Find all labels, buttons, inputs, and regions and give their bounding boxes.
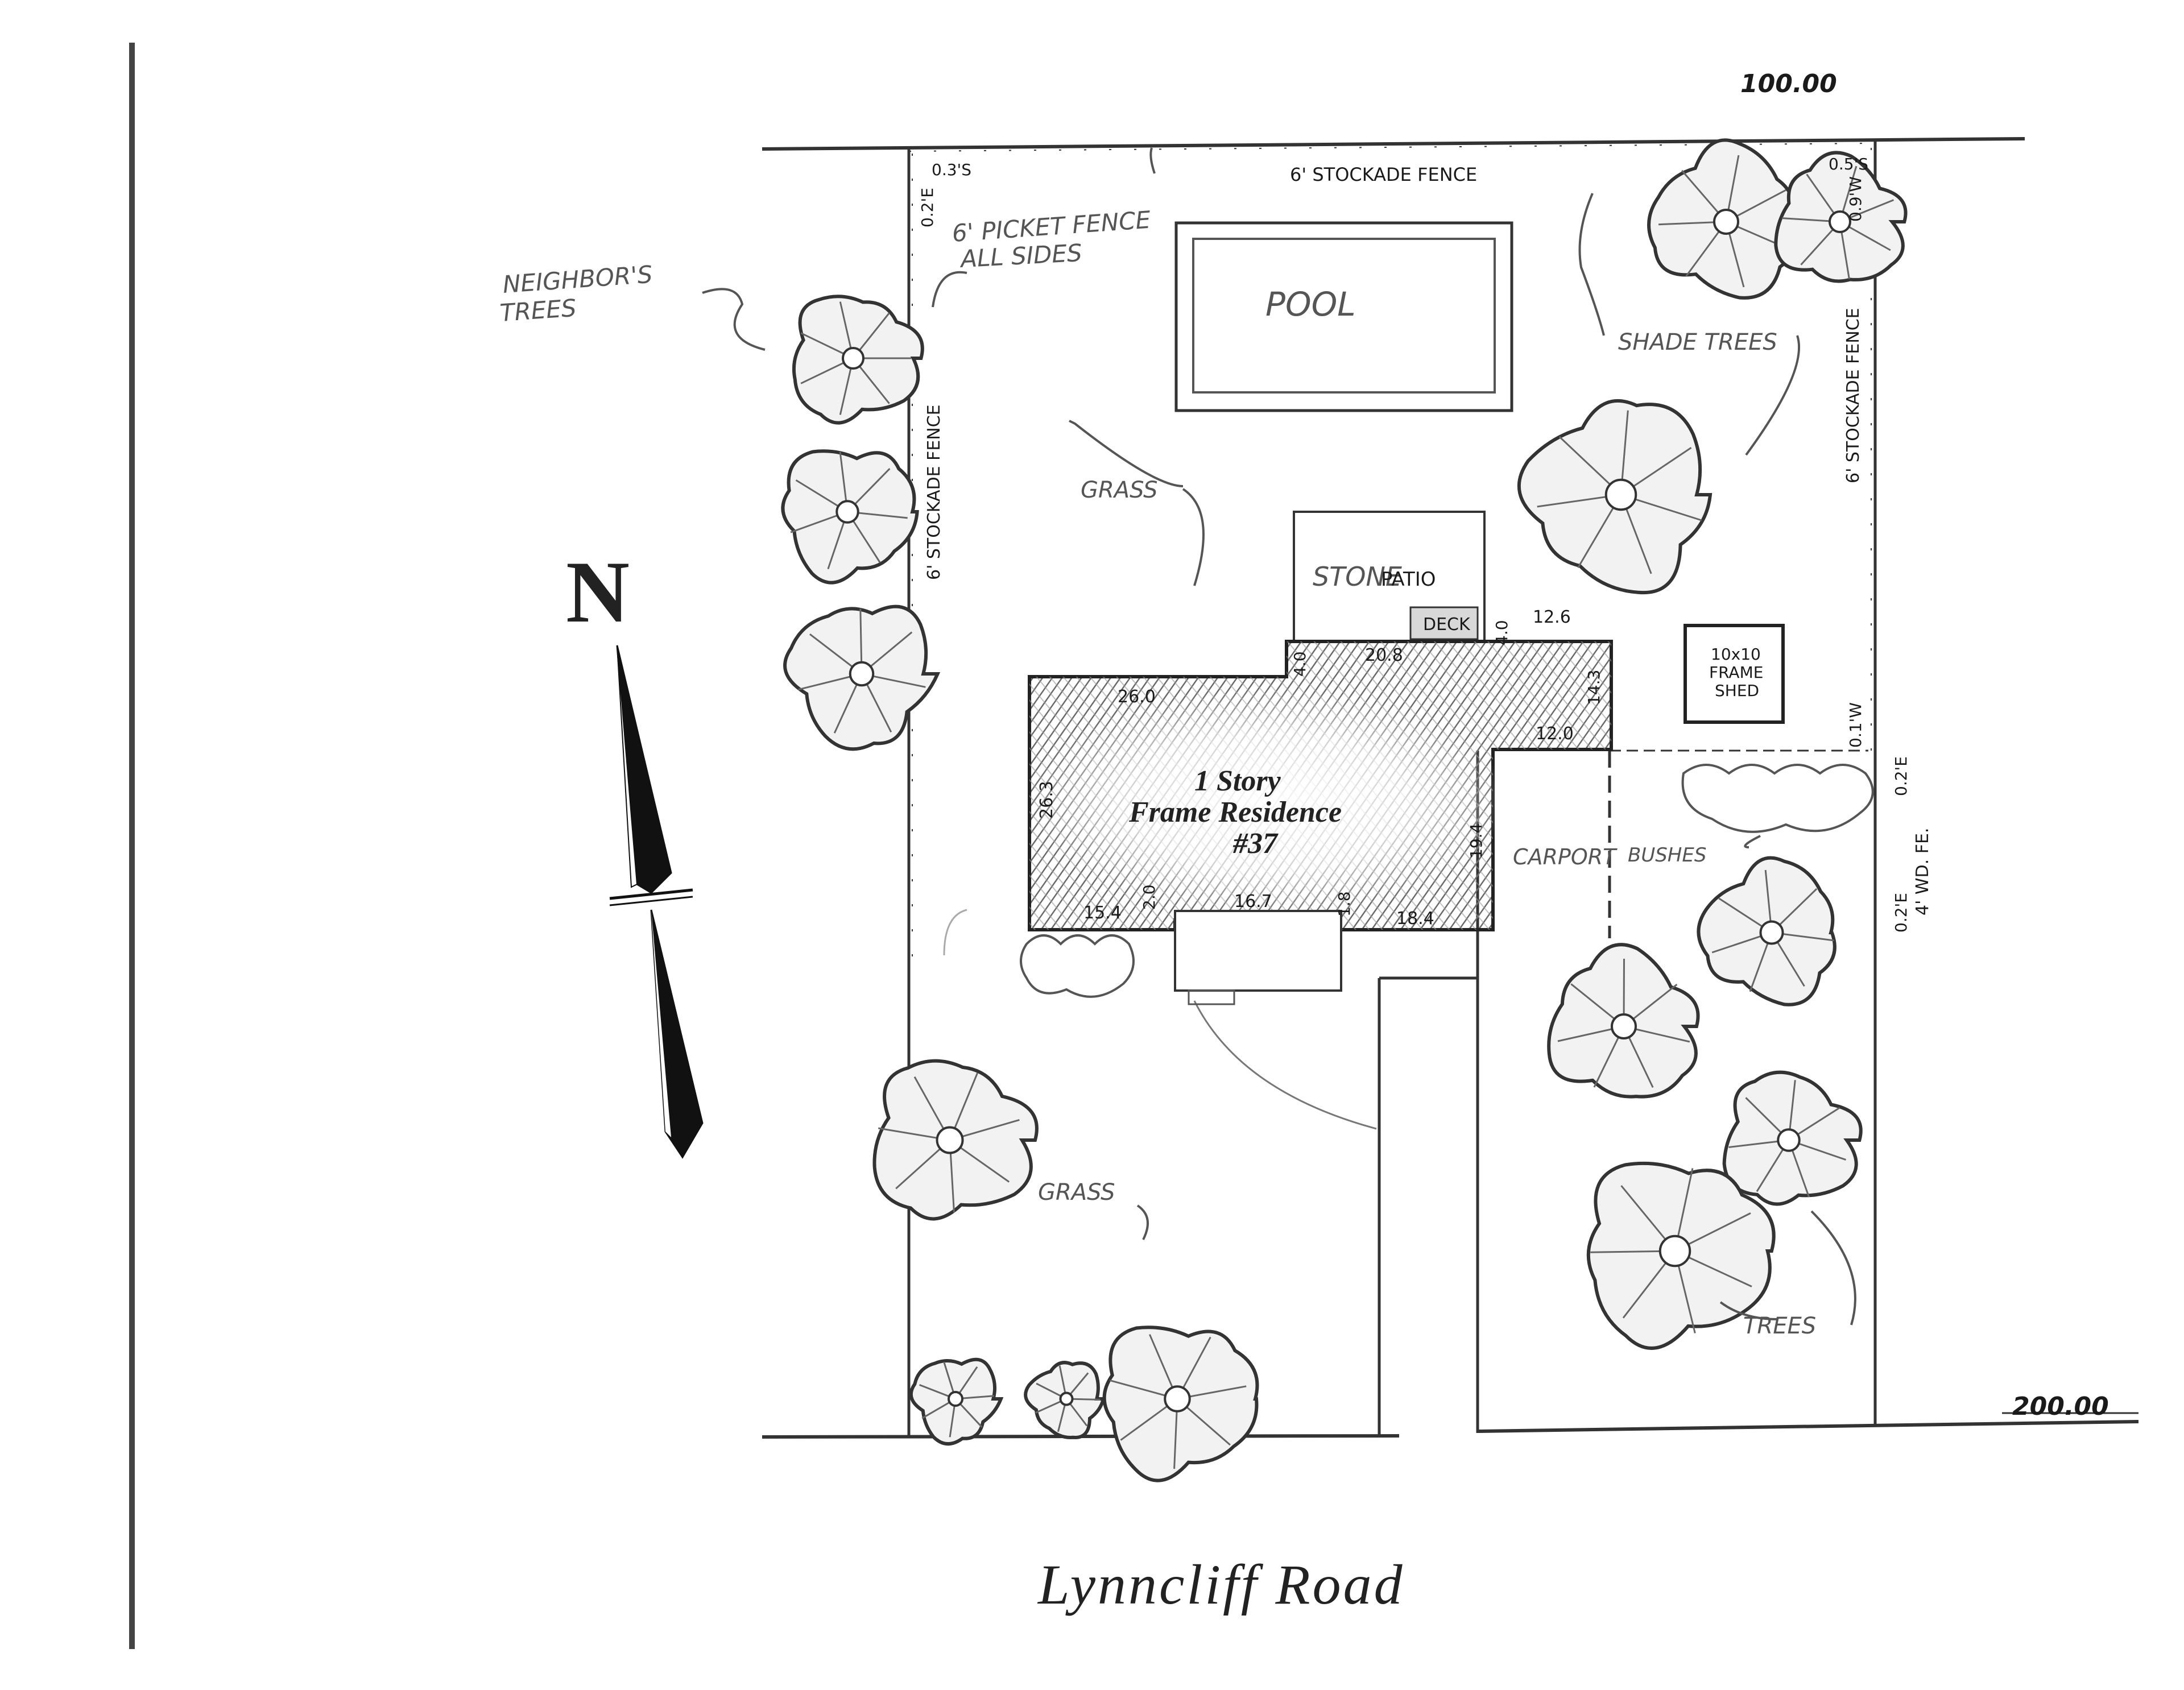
- dim-house-top: 26.0: [1118, 687, 1156, 707]
- tree: [1697, 856, 1836, 1006]
- fence-left-label: 6' STOCKADE FENCE: [924, 404, 944, 580]
- house-dimensions: 26.0 26.3 15.4 2.0 16.7 1.8 18.4 4.0 20.…: [1037, 607, 1603, 929]
- patio-stone-label: STONE: [1313, 561, 1402, 592]
- tree: [1647, 138, 1797, 300]
- tree: [1547, 943, 1700, 1099]
- bushes: [1020, 764, 1874, 998]
- front-stoop: [1174, 910, 1342, 992]
- shed-label-1: 10x10: [1711, 645, 1761, 664]
- dim-side-length: 200.00: [2012, 1392, 2109, 1421]
- pool: POOL: [1174, 221, 1513, 412]
- tree: [1102, 1326, 1259, 1482]
- neighbors-trees-label-1: NEIGHBOR'S: [502, 260, 653, 299]
- offset-nw-east: 0.2'E: [918, 188, 937, 227]
- stone-patio: STONE PATIO DECK: [1293, 511, 1486, 643]
- tree-group: [781, 138, 1908, 1482]
- tree: [792, 295, 924, 425]
- offset-fence-east-top: 0.2'E: [1892, 756, 1910, 796]
- north-letter: N: [566, 543, 630, 641]
- offset-ne-west: 0.9'W: [1846, 176, 1865, 222]
- tree: [1774, 151, 1908, 283]
- dim-house-bottom-left: 15.4: [1083, 903, 1122, 923]
- dim-house-bottom-b: 1.8: [1335, 891, 1354, 917]
- dim-house-bottom-a: 2.0: [1140, 884, 1159, 910]
- residence-label-3: #37: [1232, 827, 1279, 860]
- tree: [1722, 1070, 1863, 1206]
- deck: [1409, 606, 1479, 640]
- dim-house-left: 26.3: [1037, 781, 1057, 819]
- dim-house-step-top: 20.8: [1365, 645, 1403, 665]
- carport-label: CARPORT: [1513, 844, 1618, 869]
- tree: [781, 449, 919, 585]
- residence: 1 Story Frame Residence #37: [1028, 640, 1613, 1005]
- offset-shed-west: 0.1'W: [1846, 702, 1865, 748]
- dim-house-step-left: 4.0: [1290, 651, 1309, 677]
- road-name: Lynncliff Road: [1037, 1553, 1405, 1616]
- tree: [783, 604, 941, 751]
- tree: [872, 1059, 1039, 1221]
- dim-house-bottom-right: 18.4: [1396, 909, 1434, 929]
- shed-label-2: FRAME: [1709, 663, 1763, 682]
- offset-fence-east-bottom: 0.2'E: [1892, 893, 1910, 933]
- tree: [909, 1357, 1004, 1446]
- tree: [1517, 399, 1713, 595]
- neighbors-trees-label-2: TREES: [499, 294, 577, 327]
- pool-label: POOL: [1265, 285, 1356, 324]
- residence-label-1: 1 Story: [1194, 765, 1281, 797]
- grass-label-1: GRASS: [1081, 477, 1158, 503]
- patio-label: PATIO: [1381, 568, 1436, 591]
- bushes-label: BUSHES: [1628, 844, 1706, 867]
- annotation-arrows: [702, 147, 1856, 1326]
- shade-trees-label: SHADE TREES: [1618, 329, 1777, 355]
- grass-label-2: GRASS: [1038, 1179, 1115, 1206]
- dim-house-ne-side: 14.3: [1585, 670, 1603, 705]
- dim-top-length: 100.00: [1740, 69, 1837, 98]
- residence-label-2: Frame Residence: [1128, 796, 1342, 829]
- fence-top-label: 6' STOCKADE FENCE: [1290, 164, 1477, 185]
- deck-label: DECK: [1423, 615, 1471, 635]
- tree: [1586, 1161, 1776, 1350]
- dim-house-bottom-mid: 16.7: [1234, 892, 1272, 912]
- all-sides-label: ALL SIDES: [958, 239, 1083, 273]
- trees-label: TREES: [1743, 1313, 1816, 1339]
- offset-nw-south: 0.3'S: [932, 160, 971, 179]
- fence-right-label: 6' STOCKADE FENCE: [1843, 308, 1863, 483]
- tree: [1024, 1361, 1106, 1439]
- dim-house-step-right: 4.0: [1492, 620, 1511, 645]
- dim-house-ne-top: 12.6: [1533, 607, 1571, 627]
- frame-shed: 10x10 FRAME SHED: [1684, 624, 1785, 724]
- dim-house-ne-bottom: 12.0: [1536, 724, 1574, 744]
- offset-ne-south: 0.5'S: [1829, 155, 1868, 173]
- dim-house-east-side: 19.4: [1467, 823, 1486, 859]
- shed-label-3: SHED: [1715, 681, 1759, 700]
- wood-fence-label: 4' WD. FE.: [1913, 828, 1933, 916]
- north-arrow: N: [566, 543, 704, 1159]
